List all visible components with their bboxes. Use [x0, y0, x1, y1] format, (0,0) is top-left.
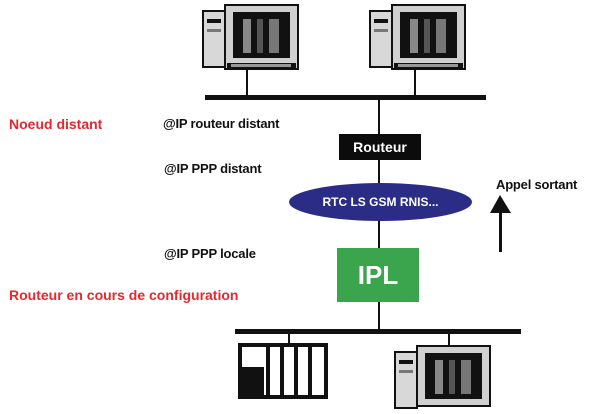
- link-bus-to-router: [378, 99, 380, 135]
- outgoing-call-label: Appel sortant: [496, 177, 578, 192]
- ipl-node-label: IPL: [357, 259, 399, 290]
- server-rack-icon: [238, 343, 328, 399]
- router-node: Routeur: [339, 134, 421, 160]
- remote-ppp-ip-label: @IP PPP distant: [164, 161, 262, 176]
- bottom-network-bus: [235, 329, 521, 334]
- ipl-node: IPL: [337, 248, 419, 302]
- computer-icon: [202, 4, 299, 70]
- top-right-drop-line: [414, 70, 416, 96]
- link-ipl-to-bus: [378, 302, 380, 331]
- link-network-to-ipl: [378, 220, 380, 249]
- remote-node-label: Noeud distant: [9, 116, 103, 132]
- remote-router-ip-label: @IP routeur distant: [163, 116, 280, 131]
- network-cloud: RTC LS GSM RNIS...: [289, 183, 472, 221]
- arrow-up-icon: [490, 195, 511, 252]
- network-cloud-label: RTC LS GSM RNIS...: [322, 195, 439, 209]
- top-network-bus: [205, 95, 486, 100]
- router-in-configuration-label: Routeur en cours de configuration: [9, 287, 239, 303]
- router-node-label: Routeur: [353, 139, 407, 155]
- computer-icon: [369, 4, 466, 70]
- top-left-drop-line: [246, 70, 248, 96]
- link-router-to-network: [378, 160, 380, 184]
- local-ppp-ip-label: @IP PPP locale: [164, 246, 256, 261]
- computer-icon: [394, 345, 491, 409]
